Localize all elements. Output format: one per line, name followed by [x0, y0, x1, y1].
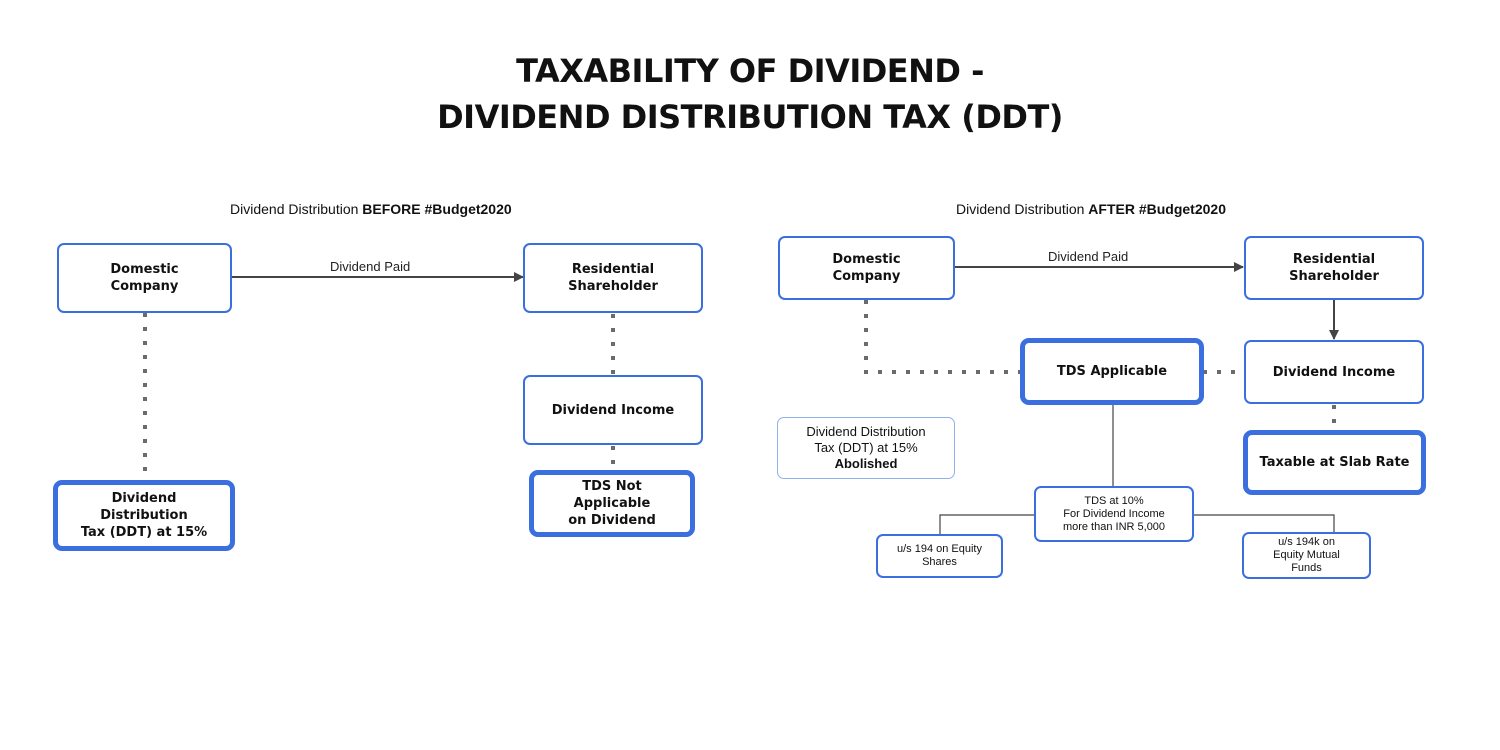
- after-taxable-slab-box: Taxable at Slab Rate: [1243, 430, 1426, 495]
- after-heading: Dividend Distribution AFTER #Budget2020: [956, 201, 1226, 217]
- after-us-194k-box: u/s 194k on Equity Mutual Funds: [1242, 532, 1371, 579]
- after-company-to-tds-dotted: [864, 300, 1021, 374]
- before-domestic-company-box: Domestic Company: [57, 243, 232, 313]
- after-dividend-income-label: Dividend Income: [1272, 364, 1396, 380]
- after-us-194-label: u/s 194 on Equity Shares: [896, 543, 982, 568]
- after-tds-applicable-label: TDS Applicable: [1056, 364, 1168, 379]
- before-heading: Dividend Distribution BEFORE #Budget2020: [230, 201, 512, 217]
- before-tds-not-applicable-box: TDS Not Applicable on Dividend: [529, 470, 695, 537]
- after-tds10-to-194-line: [939, 514, 1034, 534]
- before-dividend-income-label: Dividend Income: [551, 402, 675, 418]
- before-heading-bold: BEFORE #Budget2020: [362, 201, 512, 217]
- after-us-194k-label: u/s 194k on Equity Mutual Funds: [1273, 536, 1340, 574]
- after-us-194-box: u/s 194 on Equity Shares: [876, 534, 1003, 578]
- after-domestic-company-box: Domestic Company: [778, 236, 955, 300]
- before-residential-shareholder-label: Residential Shareholder: [568, 262, 658, 294]
- after-residential-shareholder-box: Residential Shareholder: [1244, 236, 1424, 300]
- before-tds-not-applicable-label: TDS Not Applicable on Dividend: [568, 479, 656, 528]
- before-domestic-company-label: Domestic Company: [110, 262, 179, 294]
- before-heading-prefix: Dividend Distribution: [230, 201, 363, 217]
- after-ddt-abolished-label: Dividend Distribution Tax (DDT) at 15%: [806, 424, 926, 455]
- after-tds-10-label: TDS at 10% For Dividend Income more than…: [1062, 494, 1166, 533]
- after-heading-prefix: Dividend Distribution: [956, 201, 1089, 217]
- after-tds-10-box: TDS at 10% For Dividend Income more than…: [1034, 486, 1194, 542]
- before-residential-shareholder-box: Residential Shareholder: [523, 243, 703, 313]
- page-title-line-2: DIVIDEND DISTRIBUTION TAX (DDT): [437, 98, 1063, 136]
- after-tds-applicable-box: TDS Applicable: [1020, 338, 1204, 405]
- after-ddt-abolished-box: Dividend Distribution Tax (DDT) at 15% A…: [777, 417, 955, 479]
- before-ddt-box: Dividend Distribution Tax (DDT) at 15%: [53, 480, 235, 551]
- before-dividend-paid-label: Dividend Paid: [330, 259, 411, 274]
- after-dividend-income-box: Dividend Income: [1244, 340, 1424, 404]
- after-ddt-abolished-bold: Abolished: [834, 456, 898, 471]
- after-residential-shareholder-label: Residential Shareholder: [1289, 252, 1379, 284]
- after-dividend-paid-label: Dividend Paid: [1048, 249, 1129, 264]
- after-heading-bold: AFTER #Budget2020: [1088, 201, 1226, 217]
- before-dividend-income-box: Dividend Income: [523, 375, 703, 445]
- page-title-line-1: TAXABILITY OF DIVIDEND -: [516, 52, 984, 90]
- after-tds10-to-194k-line: [1194, 514, 1335, 532]
- before-ddt-label: Dividend Distribution Tax (DDT) at 15%: [80, 491, 208, 540]
- after-taxable-slab-label: Taxable at Slab Rate: [1259, 455, 1410, 470]
- after-domestic-company-label: Domestic Company: [832, 252, 901, 284]
